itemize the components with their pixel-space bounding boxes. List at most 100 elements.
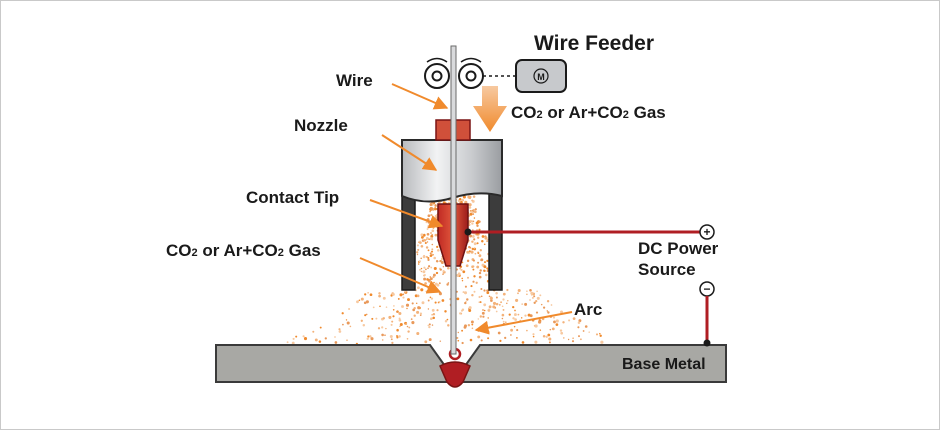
gas-particle [501,313,505,317]
gas-particle [392,308,395,311]
gas-particle [334,341,338,344]
gas-particle [413,314,416,317]
gas-particle [416,244,419,247]
gas-particle [481,239,484,243]
negative-cable-joint [703,339,711,347]
gas-particle [483,243,486,246]
gas-particle [471,222,474,225]
gas-particle [381,339,384,341]
gas-particle [502,298,505,301]
gas-particle [341,312,344,315]
positive-terminal-sign: + [703,225,710,239]
gas-particle [388,315,392,319]
contact-tip-label: Contact Tip [246,188,339,207]
gas-particle [526,290,528,292]
nozzle-wall-left [401,189,416,291]
gas-particle [371,317,374,320]
gas-particle [479,315,482,318]
gas-particle [346,339,348,342]
gas-particle [426,241,429,243]
gas-particle [520,317,523,319]
gas-particle [567,338,570,341]
gas-particle [417,306,421,310]
gas-particle [555,319,559,323]
gas-particle [442,273,444,276]
gas-particle [456,297,460,301]
gas-particle [441,299,445,302]
gas-particle [539,329,542,331]
gas-particle [442,271,445,274]
gas-particle [427,256,430,260]
gas-particle [480,339,483,342]
gas-particle [432,273,436,277]
gas-particle [486,291,490,295]
gas-particle [416,253,419,256]
gas-particle [417,248,420,251]
gas-particle [439,268,442,271]
gas-label-top: CO2 or Ar+CO2 Gas [511,103,666,122]
gas-particle [482,315,485,318]
gas-particle [427,265,431,268]
gas-particle [286,341,289,344]
gas-particle [391,341,394,345]
gas-particle [460,268,463,272]
gas-particle [434,301,437,304]
gas-particle [584,325,588,328]
nozzle-callout-arrow [381,134,438,171]
gas-particle [438,300,441,303]
gas-particle [384,334,386,337]
gas-particle [536,296,540,300]
arc-callout-arrow [474,311,573,335]
gas-particle [436,245,439,249]
gas-particle [473,290,476,293]
gas-particle [463,291,468,295]
gas-particle [406,325,409,328]
gas-particle [338,328,341,331]
gas-particle [547,333,551,337]
gas-particle [434,233,438,237]
gas-particle [466,259,470,263]
gas-particle [381,326,384,329]
gas-particle [424,340,428,344]
gas-particle [478,275,482,279]
gas-particle [459,312,462,315]
gas-particle [540,303,543,306]
gas-particle [478,228,481,231]
roller-rotation-arrow-right [460,57,482,63]
gas-particle [424,241,427,245]
gas-particle [464,285,467,288]
gas-particle [381,333,384,337]
gas-particle [478,301,481,303]
gas-particle [416,294,420,298]
gas-particle [487,330,490,334]
gas-particle [468,206,472,209]
dc-power-label: DC Power [638,239,719,258]
gas-particle [433,281,435,284]
gas-particle [440,257,444,260]
motor-symbol: M [537,72,545,82]
gas-particle [473,217,476,219]
wire-callout-arrow [391,83,449,110]
gas-inlet-arrow [473,86,507,132]
gas-particle [504,336,507,340]
gas-particle [360,319,363,322]
gas-particle [419,312,423,315]
gas-particle [471,323,474,326]
nozzle-label: Nozzle [294,116,348,135]
gas-particle [417,286,420,290]
gas-particle [461,279,464,282]
positive-terminal [699,224,715,240]
gas-particle [406,337,409,340]
gas-particle [548,341,551,344]
positive-cable-joint [464,228,472,236]
gas-particle [504,321,507,324]
gas-particle [535,311,539,314]
gas-particle [559,329,563,332]
gas-particle [428,238,430,241]
gas-particle [365,300,369,304]
gas-particle [432,316,435,320]
gas-particle [431,308,435,312]
gas-particle [479,249,482,252]
gas-particle [464,301,467,305]
gas-particle [471,229,474,231]
